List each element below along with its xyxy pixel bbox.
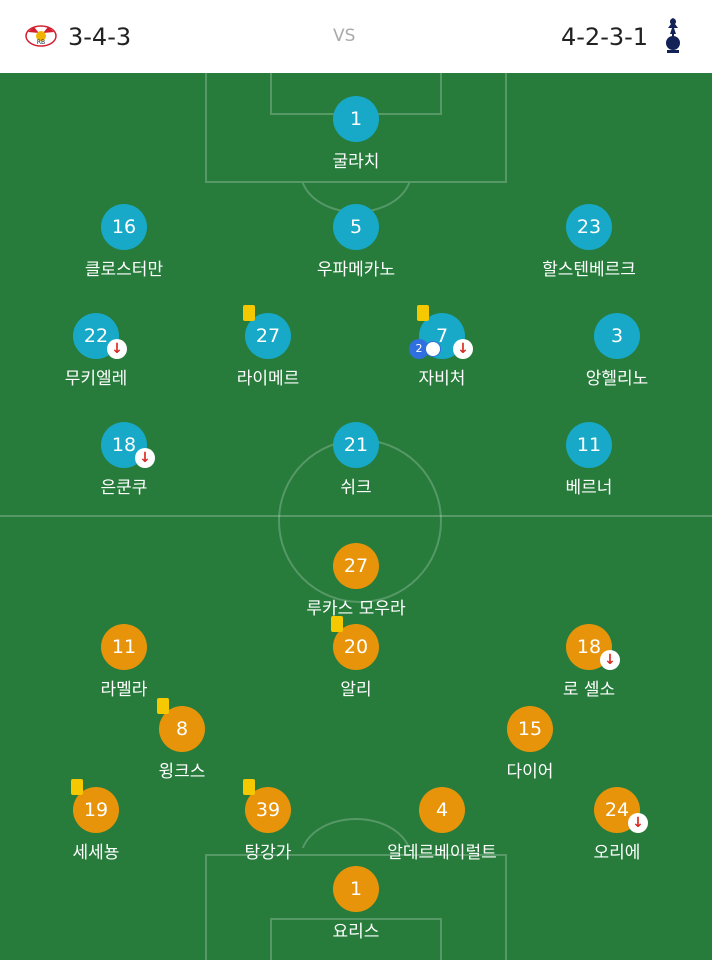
player-number-badge: 21: [333, 422, 379, 468]
player-name: 라이메르: [236, 369, 300, 389]
away-player[interactable]: 1 요리스: [286, 866, 426, 942]
player-name: 알리: [340, 680, 372, 700]
player-number-badge: 22↓: [73, 313, 127, 359]
yellow-card-icon: [71, 779, 83, 795]
player-number-badge: 11: [566, 422, 612, 468]
player-number-badge: 16: [101, 204, 147, 250]
player-name: 자비처: [418, 369, 466, 389]
match-lineup-header: RB 3-4-3 VS 4-2-3-1: [0, 0, 712, 73]
substitution-arrow-icon: ↓: [453, 339, 473, 359]
player-name: 은쿤쿠: [100, 478, 148, 498]
player-number-badge: 24↓: [594, 787, 648, 833]
player-name: 베르너: [565, 478, 613, 498]
player-number-badge: 27: [333, 543, 379, 589]
away-player[interactable]: 18↓ 로 셀소: [519, 624, 659, 700]
player-name: 윙크스: [158, 762, 206, 782]
player-number-badge: 15: [507, 706, 553, 752]
player-number-badge: 7↓2: [409, 305, 473, 359]
vs-label: VS: [333, 26, 356, 46]
home-player[interactable]: 27 라이메르: [198, 305, 338, 389]
yellow-card-icon: [243, 305, 255, 321]
player-number-badge: 1: [333, 866, 379, 912]
home-player[interactable]: 21 쉬크: [286, 422, 426, 498]
home-player[interactable]: 5 우파메카노: [286, 204, 426, 280]
home-player[interactable]: 16 클로스터만: [54, 204, 194, 280]
svg-text:RB: RB: [37, 39, 45, 46]
player-number-badge: 23: [566, 204, 612, 250]
yellow-card-icon: [417, 305, 429, 321]
substitution-arrow-icon: ↓: [135, 448, 155, 468]
player-name: 라멜라: [100, 680, 148, 700]
player-number-badge: 3: [594, 313, 640, 359]
yellow-card-icon: [157, 698, 169, 714]
football-icon: [425, 341, 441, 357]
away-player[interactable]: 19 세세뇽: [26, 779, 166, 863]
player-name: 탕강가: [244, 843, 292, 863]
player-name: 굴라치: [332, 152, 380, 172]
player-number-badge: 5: [333, 204, 379, 250]
substitution-arrow-icon: ↓: [600, 650, 620, 670]
player-name: 클로스터만: [84, 260, 164, 280]
away-player[interactable]: 39 탕강가: [198, 779, 338, 863]
away-player[interactable]: 20 알리: [286, 616, 426, 700]
player-name: 쉬크: [340, 478, 372, 498]
player-name: 우파메카노: [316, 260, 396, 280]
substitution-arrow-icon: ↓: [107, 339, 127, 359]
player-name: 앙헬리노: [585, 369, 649, 389]
player-name: 오리에: [593, 843, 641, 863]
player-number-badge: 27: [243, 305, 291, 359]
player-name: 세세뇽: [72, 843, 120, 863]
player-number-badge: 4: [419, 787, 465, 833]
bottom-goal-box: [270, 918, 442, 960]
yellow-card-icon: [243, 779, 255, 795]
bottom-penalty-box: [205, 854, 507, 960]
away-player[interactable]: 8 윙크스: [112, 698, 252, 782]
player-number-badge: 1: [333, 96, 379, 142]
player-number-badge: 39: [243, 779, 291, 833]
player-name: 로 셀소: [562, 680, 616, 700]
away-formation: 4-2-3-1: [561, 23, 649, 51]
away-player[interactable]: 24↓ 오리에: [547, 787, 687, 863]
player-name: 알데르베이럴트: [387, 843, 497, 863]
home-player[interactable]: 22↓ 무키엘레: [26, 313, 166, 389]
away-player[interactable]: 27 루카스 모우라: [286, 543, 426, 619]
yellow-card-icon: [331, 616, 343, 632]
home-formation: 3-4-3: [68, 23, 132, 51]
away-player[interactable]: 4 알데르베이럴트: [372, 787, 512, 863]
home-player[interactable]: 3 앙헬리노: [547, 313, 687, 389]
home-player[interactable]: 18↓ 은쿤쿠: [54, 422, 194, 498]
home-player[interactable]: 1 굴라치: [286, 96, 426, 172]
goal-count-badge: 2: [409, 339, 429, 359]
player-number-badge: 20: [331, 616, 379, 670]
player-name: 무키엘레: [64, 369, 128, 389]
player-name: 요리스: [332, 922, 380, 942]
top-penalty-box: [205, 73, 507, 183]
player-number-badge: 8: [157, 698, 205, 752]
player-name: 다이어: [506, 762, 554, 782]
substitution-arrow-icon: ↓: [628, 813, 648, 833]
tottenham-cockerel-logo: [666, 18, 680, 53]
player-name: 루카스 모우라: [306, 599, 406, 619]
player-number-badge: 19: [71, 779, 119, 833]
player-number-badge: 11: [101, 624, 147, 670]
home-player[interactable]: 11 베르너: [519, 422, 659, 498]
player-number-badge: 18↓: [566, 624, 620, 670]
away-player[interactable]: 15 다이어: [460, 706, 600, 782]
player-name: 할스텐베르크: [542, 260, 636, 280]
player-number-badge: 18↓: [101, 422, 155, 468]
away-player[interactable]: 11 라멜라: [54, 624, 194, 700]
home-player[interactable]: 23 할스텐베르크: [519, 204, 659, 280]
rb-leipzig-logo: RB: [25, 25, 57, 47]
